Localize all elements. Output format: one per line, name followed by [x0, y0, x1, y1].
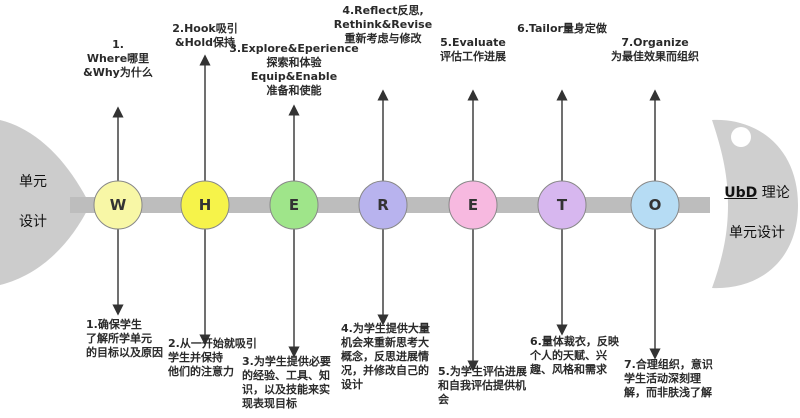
stage-letter-5: E [467, 196, 479, 214]
stage-circle-2 [180, 180, 230, 230]
head-line-2: 单元设计 [729, 225, 785, 241]
stage-bottom-label-4: 4.为学生提供大量 机会来重新思考大 概念，反思进展情 况，并修改自己的 设计 [341, 322, 430, 391]
head-line-1: UbD 理论 [712, 183, 800, 203]
stage-letter-1: W [109, 196, 127, 214]
stage-top-label-6: 6.Tailor量身定做 [517, 22, 607, 35]
stage-circle-1 [93, 180, 143, 230]
stage-letter-4: R [377, 196, 389, 214]
stage-top-label-7: 7.Organize 为最佳效果而组织 [611, 36, 699, 63]
stage-circle-4 [358, 180, 408, 230]
stage-circle-5 [448, 180, 498, 230]
stage-circle-3 [269, 180, 319, 230]
fish-head [712, 119, 798, 289]
head-acronym: UbD [724, 185, 758, 201]
stage-letter-7: O [648, 196, 662, 214]
tail-label: 单元 设计 [6, 152, 60, 252]
stage-letter-3: E [288, 196, 300, 214]
stage-top-label-2: 2.Hook吸引 &Hold保持 [172, 22, 238, 49]
stage-bottom-label-7: 7.合理组织，意识 学生活动深刻理 解，而非肤浅了解 [624, 358, 713, 399]
stage-bottom-label-6: 6.量体裁衣，反映 个人的天赋、兴 趣、风格和需求 [530, 335, 619, 376]
stage-top-label-3: 3.Explore&Eperience 探索和体验 Equip&Enable 准… [229, 42, 359, 97]
stage-letter-2: H [198, 196, 212, 214]
stage-letter-6: T [556, 196, 568, 214]
stage-bottom-label-2: 2.从一开始就吸引 学生并保持 他们的注意力 [168, 337, 257, 378]
stage-top-label-4: 4.Reflect反思, Rethink&Revise 重新考虑与修改 [333, 4, 433, 45]
head-label: UbD 理论 单元设计 [712, 163, 800, 263]
stage-bottom-label-1: 1.确保学生 了解所学单元 的目标以及原因 [86, 318, 163, 359]
fish-tail [0, 120, 90, 285]
stage-bottom-label-3: 3.为学生提供必要 的经验、工具、知 识，以及技能来实 现表现目标 [242, 355, 331, 410]
head-rest: 理论 [757, 185, 790, 201]
stage-circle-7 [630, 180, 680, 230]
tail-line-2: 设计 [19, 214, 47, 230]
stage-top-label-1: 1. Where哪里 &Why为什么 [83, 38, 153, 79]
fish-eye [731, 127, 751, 147]
tail-line-1: 单元 [19, 174, 47, 190]
stage-bottom-label-5: 5.为学生评估进展 和自我评估提供机 会 [438, 365, 527, 406]
stage-top-label-5: 5.Evaluate 评估工作进展 [440, 36, 506, 63]
stage-circle-6 [537, 180, 587, 230]
